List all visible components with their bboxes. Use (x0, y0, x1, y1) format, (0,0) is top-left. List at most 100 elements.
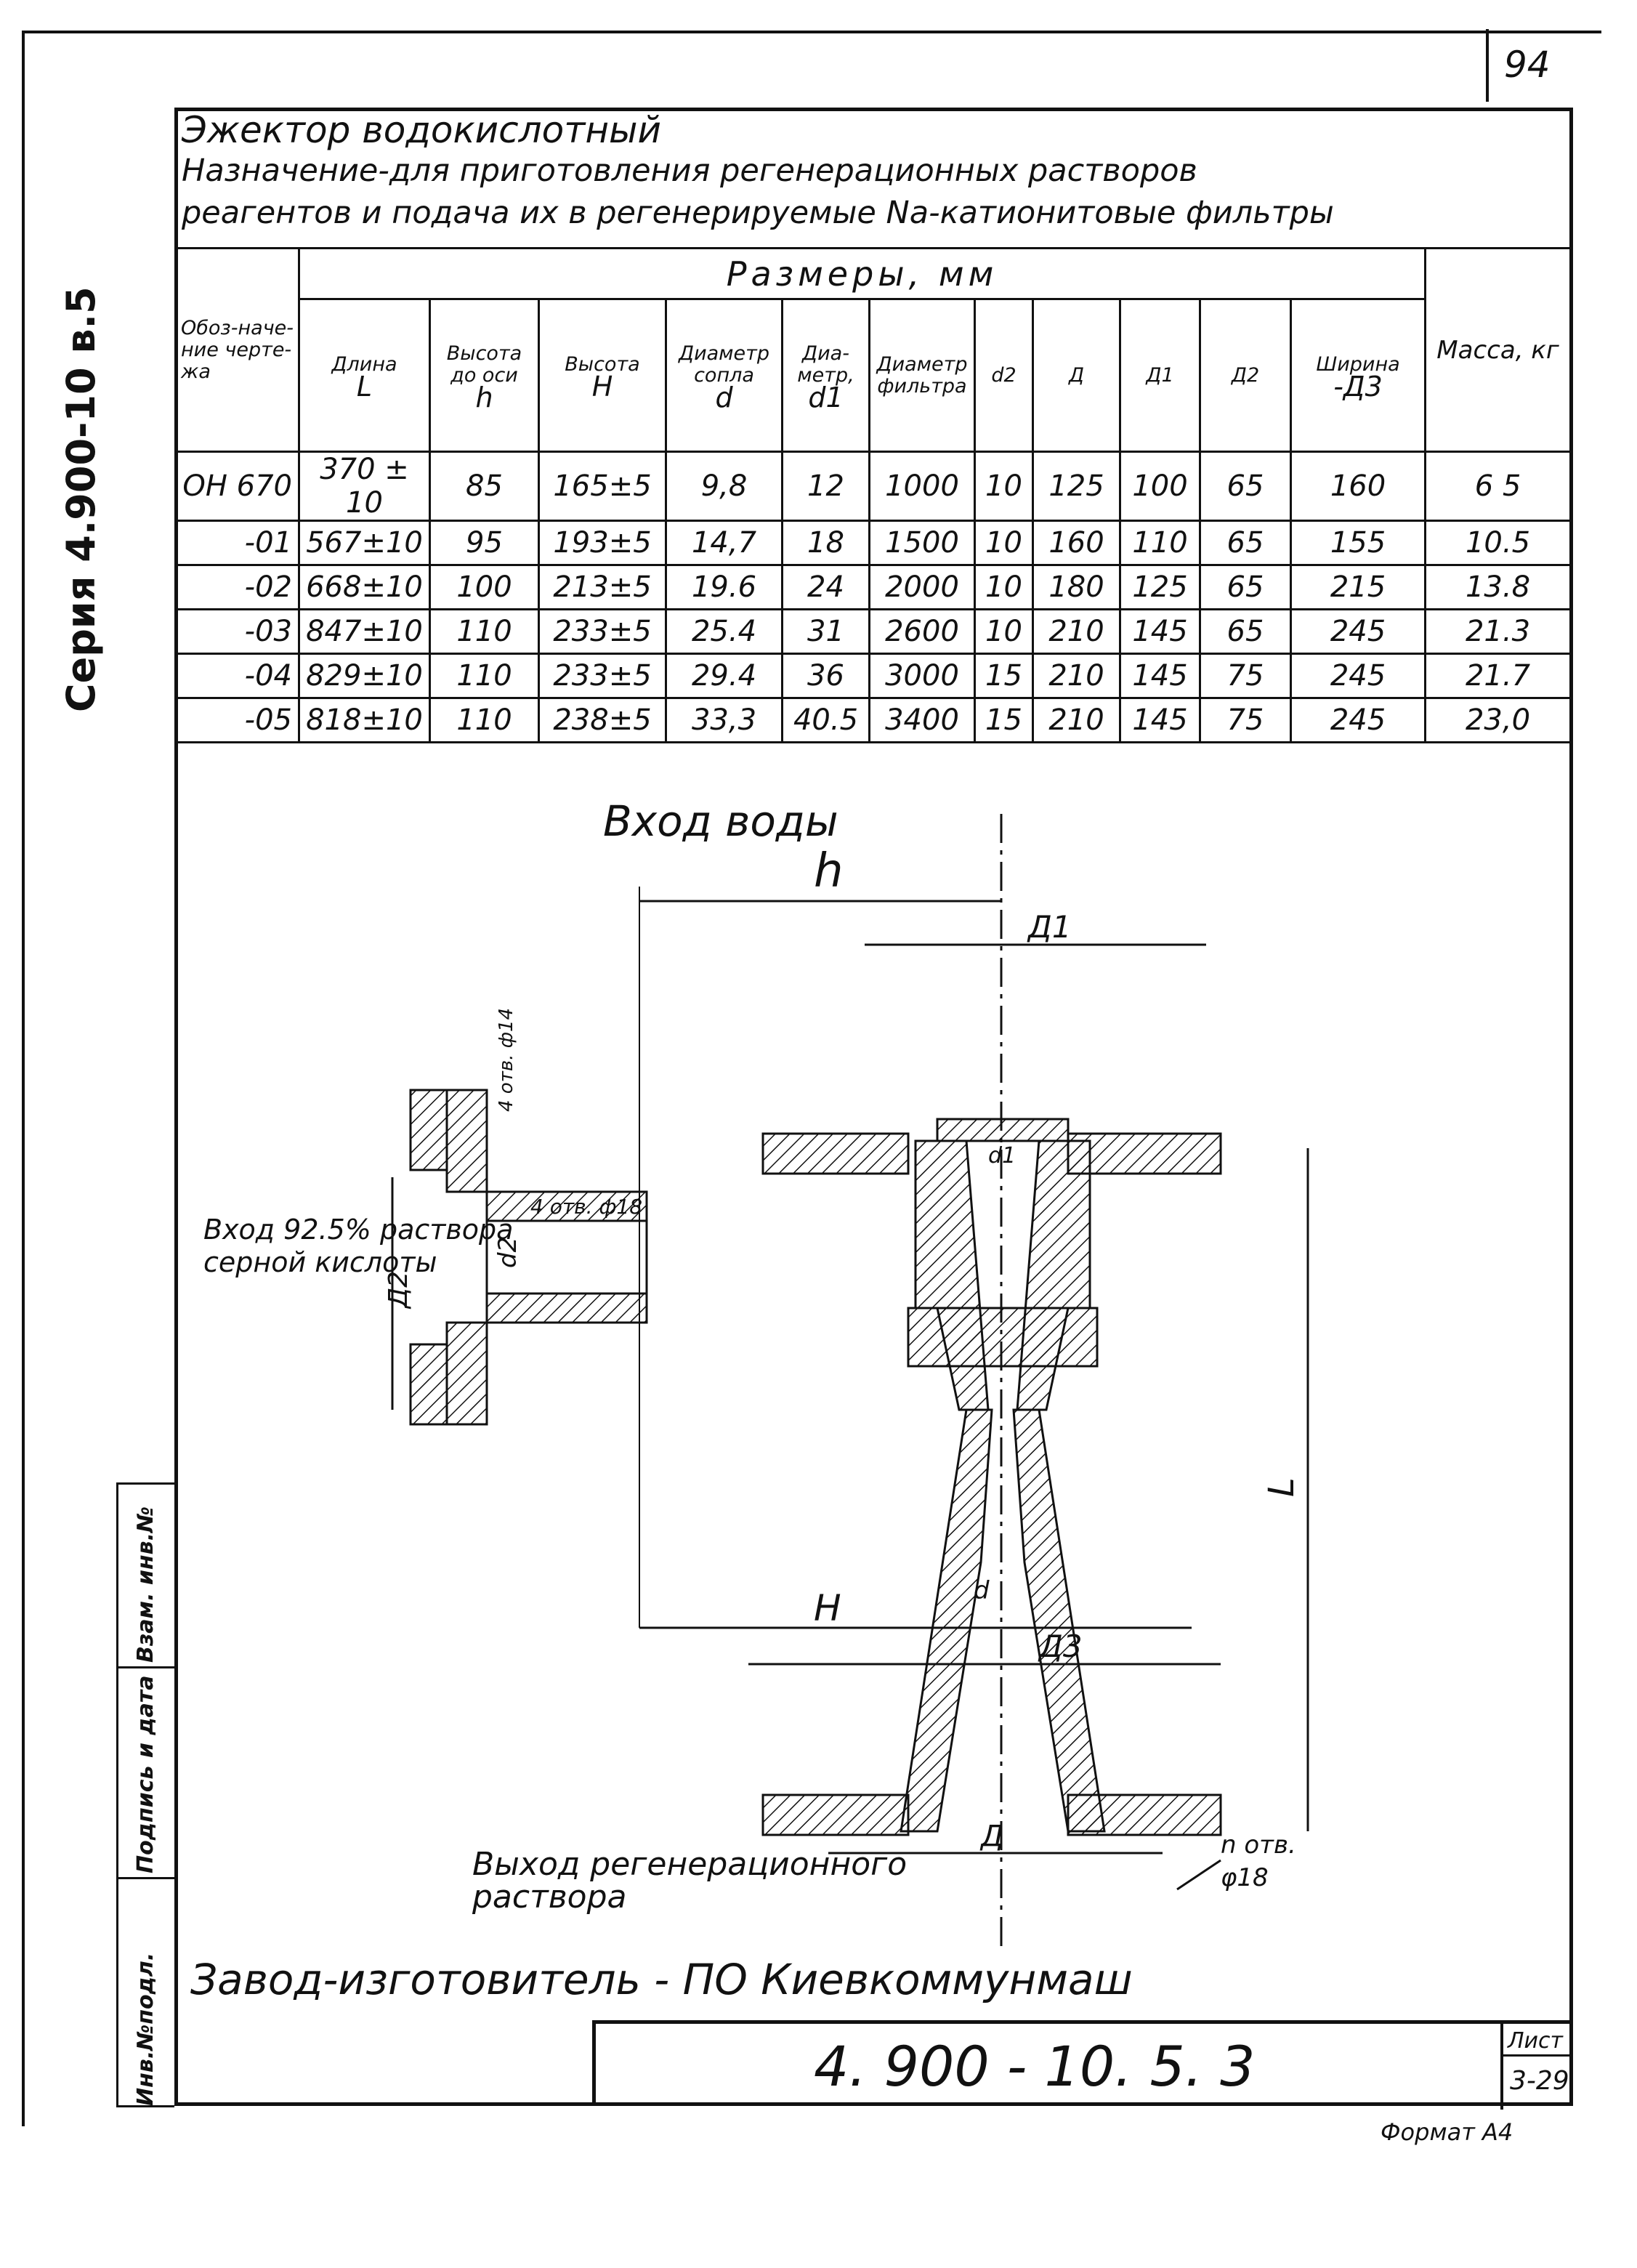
side-flange-bolt-bottom (409, 1343, 448, 1426)
sheet-divider (1503, 2054, 1573, 2057)
col-header-symbol: d (715, 381, 733, 413)
col-header: Диаметр фильтра (868, 298, 976, 453)
row-designation-cell: -05 (174, 697, 300, 743)
table-cell: 15 (974, 697, 1034, 743)
table-cell: 213±5 (538, 564, 667, 610)
table-cell: 180 (1032, 564, 1121, 610)
col-header-symbol: H (591, 370, 613, 403)
side-flange-bolt-top (409, 1089, 448, 1171)
col-header-symbol: -Д3 (1333, 370, 1383, 403)
dim-d-label: d (974, 1576, 990, 1605)
col-header-symbol: d1 (808, 381, 844, 413)
main-frame (174, 108, 1573, 2106)
col-designation-header: Обоз-наче-ние черте-жа (174, 247, 300, 453)
col-header-line1: Д1 (1146, 363, 1174, 387)
dimensions-group-header: Размеры, мм (298, 247, 1426, 300)
dim-H-label: H (814, 1587, 841, 1629)
page-number: 94 (1504, 44, 1551, 86)
dim-D-label: Д (979, 1820, 1003, 1853)
col-header: Ширина-Д3 (1290, 298, 1426, 453)
table-cell: 10 (974, 520, 1034, 566)
dim-d1-label: d1 (988, 1143, 1016, 1169)
acid-inlet-label-1: Вход 92.5% раствора (203, 1214, 513, 1246)
side-flange-lower (445, 1321, 488, 1426)
dim-D2-label: Д2 (384, 1271, 413, 1309)
stamp-replaced-inv: Взам. инв.№ (133, 1506, 158, 1663)
dim-D1-label: Д1 (1027, 909, 1072, 945)
table-cell: 238±5 (538, 697, 667, 743)
outlet-label-2: раствора (472, 1878, 626, 1916)
table-cell: 24 (781, 564, 870, 610)
table-cell: 13.8 (1424, 564, 1572, 610)
holes-top-label: 4 отв. ф14 (496, 1008, 517, 1112)
manufacturer: Завод-изготовитель - ПО Киевкоммунмаш (190, 1955, 1133, 2004)
table-cell: 847±10 (298, 608, 431, 655)
row-designation-cell: -04 (174, 653, 300, 699)
table-cell: 3400 (868, 697, 976, 743)
table-cell: 215 (1290, 564, 1426, 610)
table-cell: 110 (429, 697, 540, 743)
table-cell: 210 (1032, 608, 1121, 655)
col-header-line1: Диаметр фильтра (876, 352, 968, 397)
table-cell: 36 (781, 653, 870, 699)
table-cell: 75 (1199, 697, 1292, 743)
table-cell: 15 (974, 653, 1034, 699)
table-cell: 2000 (868, 564, 976, 610)
row-designation-cell: -03 (174, 608, 300, 655)
table-cell: 75 (1199, 653, 1292, 699)
side-pipe-top-wall (485, 1190, 648, 1222)
stamp-divider (118, 1877, 175, 1879)
bottom-flange-left (761, 1793, 910, 1836)
purpose-line-2: реагентов и подача их в регенерируемые N… (182, 195, 1334, 231)
table-cell: 245 (1290, 653, 1426, 699)
table-cell: 14,7 (665, 520, 783, 566)
table-cell: 10 (974, 564, 1034, 610)
page-number-divider (1486, 29, 1489, 102)
dim-D3-label: Д3 (1038, 1629, 1083, 1664)
table-cell: 95 (429, 520, 540, 566)
purpose-line-1: Назначение-для приготовления регенерацио… (182, 153, 1197, 189)
top-flange-left (761, 1132, 910, 1175)
table-cell: 3000 (868, 653, 976, 699)
col-header-line1: Д (1068, 363, 1085, 387)
table-cell: 19.6 (665, 564, 783, 610)
table-cell: 110 (429, 608, 540, 655)
ejector-drawing: Вход воды Вход 92.5% раствора серной кис… (203, 796, 1309, 1948)
table-cell: 160 (1032, 520, 1121, 566)
acid-inlet-label-2: серной кислоты (203, 1246, 437, 1278)
table-cell: 29.4 (665, 653, 783, 699)
table-cell: 2600 (868, 608, 976, 655)
table-cell: 245 (1290, 697, 1426, 743)
table-cell: 12 (781, 451, 870, 522)
table-cell: 65 (1199, 451, 1292, 522)
table-cell: 40.5 (781, 697, 870, 743)
sheet-label: Лист (1508, 2028, 1564, 2054)
table-cell: 160 (1290, 451, 1426, 522)
table-cell: 25.4 (665, 608, 783, 655)
title-block: 4. 900 - 10. 5. 3 Лист 3-29 (592, 2020, 1573, 2110)
side-pipe-bottom-wall (485, 1292, 648, 1324)
table-cell: 10.5 (1424, 520, 1572, 566)
table-cell: 125 (1119, 564, 1201, 610)
stamp-inv-original: Инв.№подл. (133, 1952, 158, 2106)
dim-d2-label: d2 (493, 1237, 522, 1268)
format-label: Формат А4 (1381, 2118, 1513, 2146)
table-cell: 10 (974, 608, 1034, 655)
table-cell: 245 (1290, 608, 1426, 655)
table-cell: 21.7 (1424, 653, 1572, 699)
row-designation-cell: ОН 670 (174, 451, 300, 522)
nozzle-block (907, 1307, 1099, 1368)
table-cell: 23,0 (1424, 697, 1572, 743)
body-left-wall (914, 1139, 990, 1411)
table-cell: 668±10 (298, 564, 431, 610)
dim-L-label: L (1261, 1477, 1302, 1497)
table-cell: 145 (1119, 653, 1201, 699)
top-flange-right (1067, 1132, 1222, 1175)
table-cell: 233±5 (538, 653, 667, 699)
